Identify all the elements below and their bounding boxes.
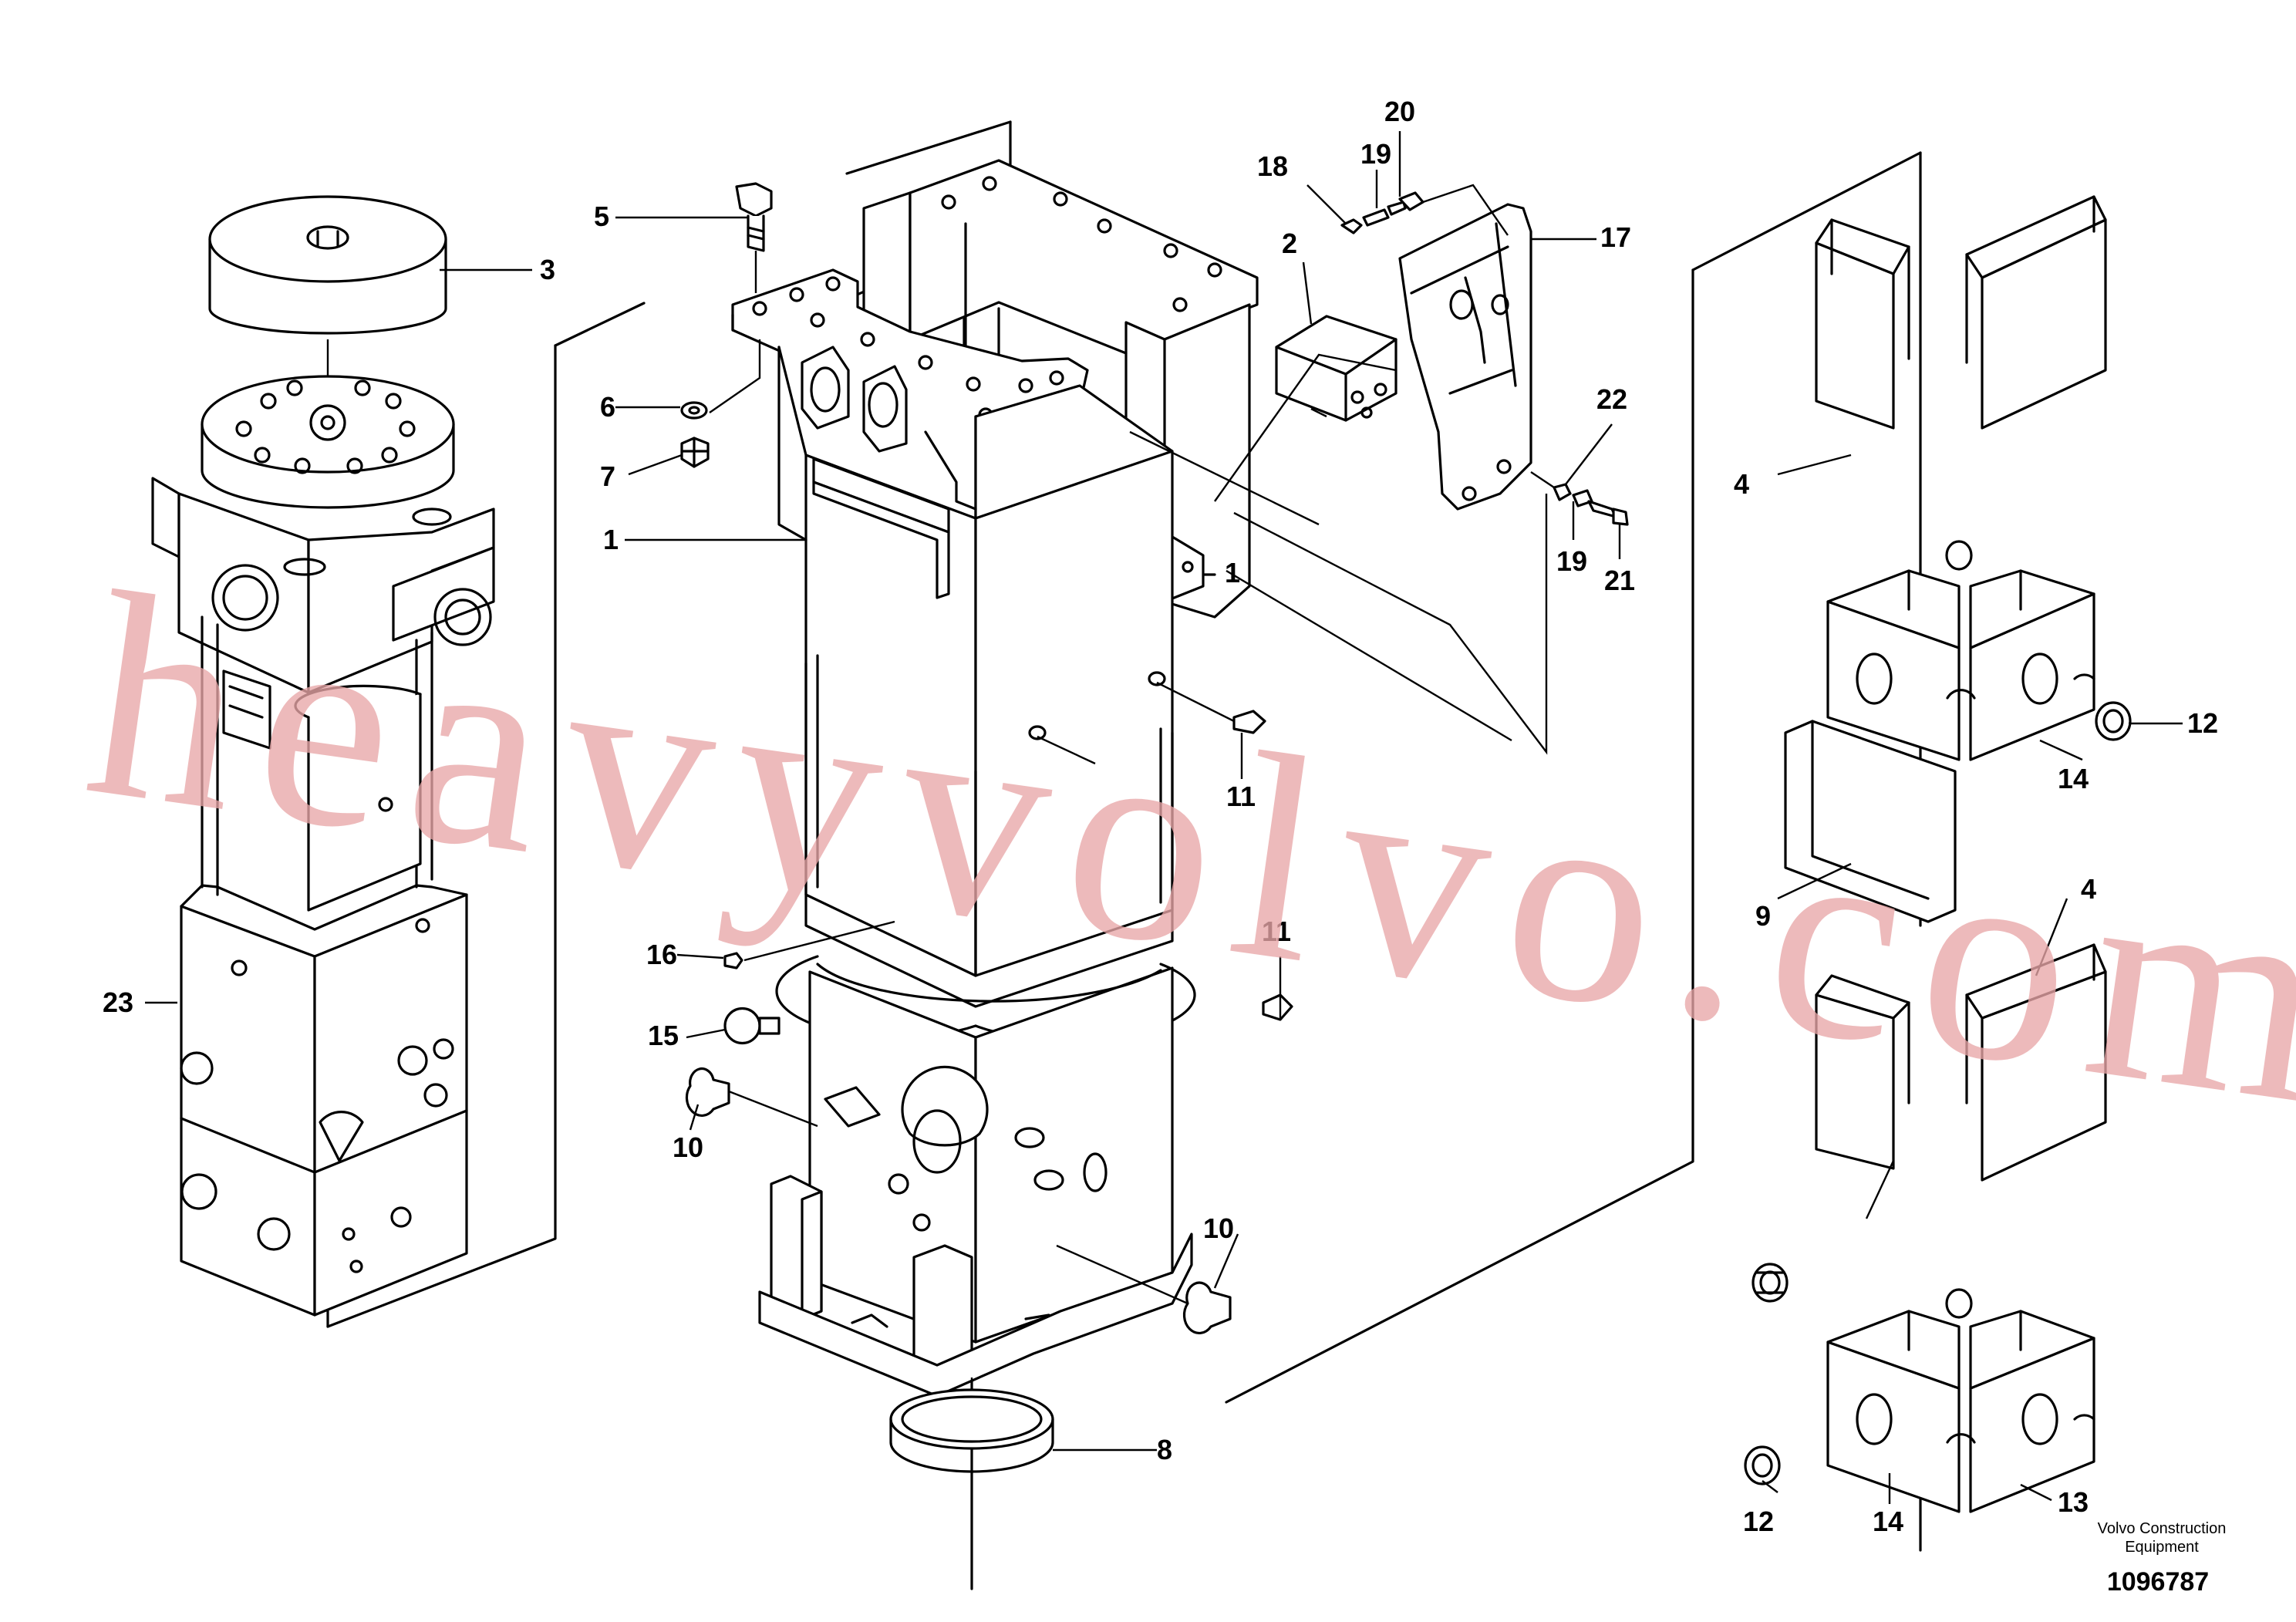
part-14-upper-clamp xyxy=(1826,540,2095,761)
callout-1: 1 xyxy=(1225,557,1240,588)
callout-3: 3 xyxy=(540,254,555,285)
part-8-ring xyxy=(889,1388,1054,1473)
part-12-nuts xyxy=(1744,701,2132,1485)
callout-4: 4 xyxy=(1734,468,1749,500)
publisher-line-1: Volvo Construction xyxy=(2098,1520,2227,1537)
part-3-top-disc xyxy=(208,195,447,386)
callout-22: 22 xyxy=(1596,383,1627,415)
part-4-upper-liners xyxy=(1815,195,2107,430)
part-23-hammer-cylinder xyxy=(151,375,495,1317)
callout-2: 2 xyxy=(1282,228,1297,259)
part-9-plate xyxy=(1784,720,1957,923)
callout-10: 10 xyxy=(673,1131,703,1163)
callout-16: 16 xyxy=(646,939,677,970)
publisher-line-2: Equipment xyxy=(2125,1539,2199,1556)
callout-labels: 1 1 2 3 4 4 5 6 7 8 9 10 10 11 11 12 12 … xyxy=(103,96,2218,1537)
callout-7: 7 xyxy=(600,460,615,492)
callout-5: 5 xyxy=(594,201,609,232)
bolts-and-washers xyxy=(680,182,1629,1335)
callout-20: 20 xyxy=(1384,96,1415,127)
callout-6: 6 xyxy=(600,391,615,423)
callout-21: 21 xyxy=(1604,565,1635,596)
callout-14: 14 xyxy=(1873,1506,1903,1537)
callout-18: 18 xyxy=(1257,150,1288,182)
callout-1: 1 xyxy=(603,524,619,555)
callout-13: 13 xyxy=(2058,1486,2089,1518)
part-14-lower-clamp xyxy=(1826,1288,2095,1513)
callout-12: 12 xyxy=(1743,1506,1774,1537)
callout-14: 14 xyxy=(2058,763,2089,794)
drawing-number: 1096787 xyxy=(2107,1567,2209,1597)
callout-8: 8 xyxy=(1157,1434,1172,1465)
part-4-lower-liners xyxy=(1815,943,2107,1182)
callout-10: 10 xyxy=(1203,1212,1234,1244)
callout-4: 4 xyxy=(2081,873,2096,905)
leader-lines xyxy=(145,131,2183,1504)
callout-19: 19 xyxy=(1360,138,1391,170)
part-1-housing xyxy=(731,159,1259,1398)
callout-9: 9 xyxy=(1755,900,1771,932)
part-17-bracket-plate xyxy=(1398,203,1532,511)
part-2-block xyxy=(1275,315,1397,422)
callout-11: 11 xyxy=(1262,916,1291,947)
callout-12: 12 xyxy=(2187,707,2218,739)
callout-17: 17 xyxy=(1600,221,1631,253)
title-block: Volvo Construction Equipment 1096787 xyxy=(2098,1520,2227,1597)
callout-23: 23 xyxy=(103,986,133,1018)
callout-11: 11 xyxy=(1226,781,1256,812)
callout-15: 15 xyxy=(648,1020,679,1051)
callout-19: 19 xyxy=(1556,545,1587,577)
